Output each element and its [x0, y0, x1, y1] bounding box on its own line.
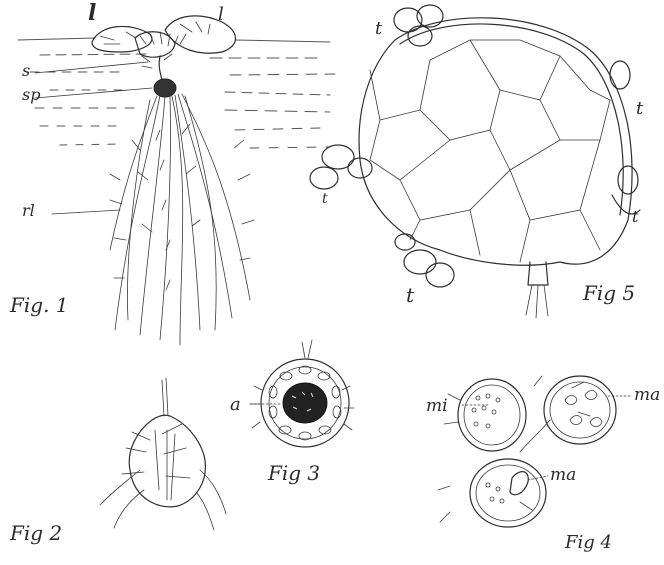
- fig3-caption: Fig 3: [267, 461, 320, 485]
- fig2-caption: Fig 2: [9, 521, 62, 545]
- label-l-right: l: [218, 4, 224, 25]
- ma-bottom-pointer: [528, 476, 548, 480]
- figure-2: Fig 2: [9, 378, 226, 545]
- label-ma-top: ma: [634, 385, 660, 405]
- fig5-caption: Fig 5: [582, 281, 635, 305]
- rl-pointer: [52, 210, 120, 214]
- figure-5: t t t t t Fig 5: [310, 5, 644, 318]
- label-sp: sp: [22, 85, 40, 104]
- cell-walls: [370, 40, 610, 262]
- label-t-right-upper: t: [636, 98, 644, 119]
- stem-and-sporocarps: [142, 54, 176, 97]
- label-t-right-lower: t: [632, 207, 639, 226]
- trichomes: [310, 5, 640, 318]
- figure-1: l l s sp rl Fig. 1: [9, 0, 335, 345]
- fig1-caption: Fig. 1: [9, 293, 69, 317]
- figure-3: a Fig 3: [230, 340, 354, 485]
- figure-4: mi ma ma Fig 4: [426, 376, 660, 553]
- label-ma-bottom: ma: [550, 465, 576, 485]
- label-mi: mi: [426, 396, 448, 416]
- s-pointer: [35, 62, 148, 73]
- label-l-left: l: [88, 0, 96, 26]
- label-t-bottom: t: [406, 283, 415, 307]
- fig4-caption: Fig 4: [564, 532, 612, 553]
- root-mass: [110, 94, 254, 345]
- label-a: a: [230, 394, 241, 415]
- floating-leaves: [92, 16, 236, 57]
- water-surface: [18, 38, 335, 148]
- label-s: s: [22, 61, 30, 80]
- label-rl: rl: [22, 201, 35, 220]
- label-t-left: t: [322, 191, 328, 207]
- label-t-top-left: t: [375, 18, 383, 39]
